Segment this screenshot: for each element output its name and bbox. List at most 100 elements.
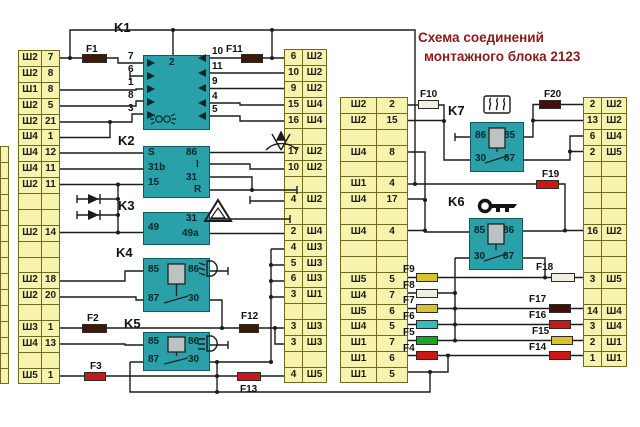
edge-strip-cell: [0, 352, 9, 369]
title-line1: Схема соединений: [418, 30, 544, 45]
connector-cell: Ш5: [602, 144, 627, 161]
edge-strip-cell: [0, 257, 9, 274]
k2-pin-r: R: [194, 184, 202, 195]
connector-cell: [340, 128, 377, 145]
k1-pin-4: 4: [212, 91, 218, 102]
relay-k7-label: K7: [448, 103, 465, 118]
connector-cell: Ш2: [602, 97, 627, 113]
connector-cell: 15: [377, 112, 408, 129]
k7-pin-86: 86: [475, 130, 487, 141]
connector-cell: [583, 255, 602, 272]
edge-strip-row: [0, 209, 9, 226]
connector-cell: Ш2: [303, 144, 327, 161]
edge-strip-cell: [0, 193, 9, 210]
relay-k4-label: K4: [116, 245, 133, 260]
fuse-f8: [416, 288, 438, 298]
connector-row: [18, 193, 60, 209]
relay-k3-label: K3: [118, 198, 135, 213]
connector-cell: [602, 255, 627, 272]
connector-cell: 4: [284, 192, 303, 208]
edge-strip-row: [0, 257, 9, 274]
connector-cell: Ш4: [602, 128, 627, 145]
edge-strip-row: [0, 320, 9, 337]
connector-cell: [303, 303, 327, 320]
k4-pin-87: 87: [148, 293, 160, 304]
fuse-f17-label: F17: [529, 294, 547, 305]
connector-cell: 15: [284, 96, 303, 113]
fuse-f14: [549, 351, 571, 360]
k5-pin-86: 86: [188, 336, 200, 347]
fuse-f11: [241, 53, 263, 63]
connector-cell: Ш2: [602, 112, 627, 129]
k1-pin-7: 7: [128, 51, 134, 62]
connector-cell: Ш1: [602, 335, 627, 352]
connector-cell: Ш1: [340, 367, 377, 384]
connector-cell: [340, 208, 377, 225]
connector-cell: [340, 240, 377, 256]
fuse-f6: [416, 320, 438, 329]
k7-pin-30: 30: [475, 153, 487, 164]
connector-cell: 12: [42, 145, 60, 162]
fuse-f4-label: F4: [403, 343, 415, 354]
connector-cell: 5: [42, 97, 60, 114]
fuse-f19-label: F19: [542, 169, 560, 180]
fuse-f12: [239, 323, 259, 333]
connector-cell: [583, 287, 602, 304]
connector-cell: [340, 160, 377, 177]
fuse-f10-label: F10: [420, 89, 438, 100]
edge-strip-cell: [0, 368, 9, 385]
k2-pin-s: S: [148, 147, 155, 158]
fuse-f16-label: F16: [529, 310, 547, 321]
connector-row: [284, 350, 327, 367]
connector-cell: [18, 240, 42, 257]
connector-cell: 5: [377, 319, 408, 336]
k2-pin-31: 31: [186, 172, 198, 183]
connector-row: [583, 255, 627, 272]
connector-cell: 2: [583, 97, 602, 113]
connector-cell: 1: [42, 129, 60, 146]
fuse-f20: [539, 100, 561, 109]
connector-cell: Ш5: [340, 271, 377, 288]
k7-pin-85: 85: [504, 130, 516, 141]
connector-cell: Ш4: [602, 319, 627, 336]
diagram-title: Схема соединений монтажного блока 2123: [418, 28, 628, 66]
connector-row: [284, 128, 327, 145]
ignition-key-icon: [477, 198, 517, 214]
fuse-f3-label: F3: [90, 361, 102, 372]
connector-cell: Ш2: [18, 272, 42, 289]
edge-strip-row: [0, 336, 9, 353]
connector-cell: [377, 208, 408, 225]
relay-k3: [143, 212, 210, 245]
connector-cell: [284, 303, 303, 320]
k3-pin-49: 49: [148, 222, 160, 233]
connector-row: [340, 208, 408, 225]
relay-internals: [163, 127, 508, 365]
edge-strip-cell: [0, 304, 9, 321]
connector-cell: Ш4: [18, 129, 42, 146]
connector-cell: 18: [42, 272, 60, 289]
connector-cell: 8: [377, 144, 408, 161]
fuse-f2-label: F2: [87, 313, 99, 324]
connector-cell: [18, 208, 42, 225]
connector-row: [583, 240, 627, 256]
connector-cell: Ш2: [340, 97, 377, 113]
connector-row: [284, 207, 327, 224]
